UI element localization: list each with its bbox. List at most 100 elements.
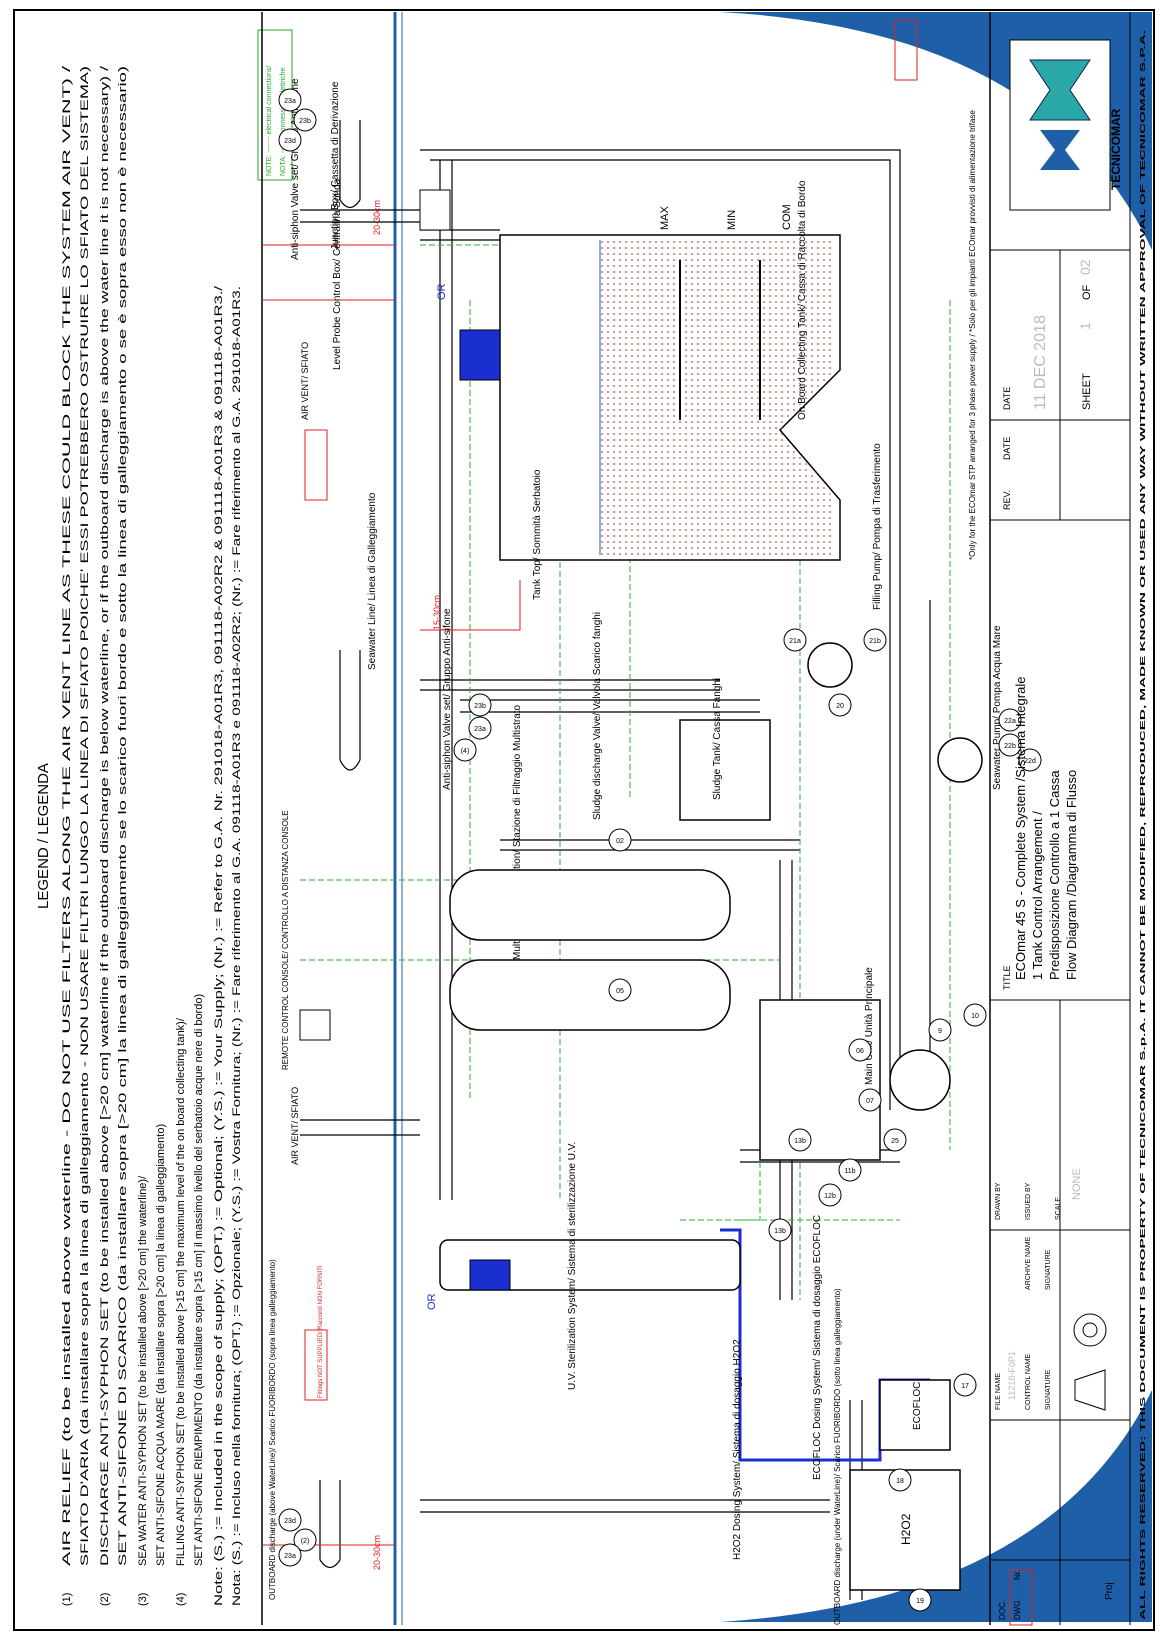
level-min: MIN — [726, 210, 738, 230]
control-name-label: CONTROL NAME — [1025, 1354, 1032, 1410]
svg-text:06: 06 — [856, 1048, 864, 1055]
projection-symbol — [1073, 1313, 1107, 1411]
remote-control-label: REMOTE CONTROL CONSOLE/ CONTROLLO A DIST… — [281, 810, 290, 1070]
doc-label: DOC. — [998, 1600, 1007, 1620]
of-value: 02 — [1077, 259, 1093, 275]
callout-labels: 23d 23b 23a 23b 23a (4) 21a 20 21b 22b 2… — [284, 98, 1036, 1605]
svg-text:25: 25 — [891, 1138, 899, 1145]
sludge-valve-label: Sludge discharge Valve/ Valvola Scarico … — [592, 612, 603, 820]
legend-num-4: (4) — [175, 1593, 187, 1606]
svg-text:23d: 23d — [284, 1518, 296, 1525]
svg-text:22a: 22a — [1004, 718, 1016, 725]
svg-text:22b: 22b — [1004, 743, 1016, 750]
archive-name-label: ARCHIVE NAME — [1025, 1236, 1032, 1290]
uv-system-label: U.V. Sterilization System/ Sistema di st… — [567, 1142, 578, 1390]
company-name: TECNICOMAR — [1109, 108, 1123, 190]
outboard-discharge-label: OUTBOARD discharge (above WaterLine)/ Sc… — [268, 1259, 277, 1600]
svg-text:12b: 12b — [824, 1193, 836, 1200]
svg-text:23b: 23b — [299, 118, 311, 125]
range-top: 20-30cm — [372, 200, 382, 235]
junction-box-label: Junction Box/ Cassetta di Derivazione — [330, 81, 341, 250]
remote-control-console — [299, 1009, 331, 1041]
svg-text:21a: 21a — [789, 638, 801, 645]
svg-text:10: 10 — [971, 1013, 979, 1020]
level-max: MAX — [659, 206, 671, 231]
level-probe-label: Level Probe Control Box/ Centralina Sond… — [332, 178, 343, 370]
legend-item-1-en: AIR RELIEF (to be installed above waterl… — [61, 64, 73, 1566]
fittings-tags — [304, 19, 1033, 1626]
title-line-2: 1 Tank Control Arrangement / — [1030, 811, 1045, 980]
title-label: TITLE — [1002, 965, 1012, 990]
rev-label: REV. — [1002, 490, 1012, 510]
legend-title: LEGEND / LEGENDA — [35, 763, 52, 909]
level-probe-box — [459, 329, 501, 381]
svg-text:23a: 23a — [284, 1553, 296, 1560]
junction-box — [419, 189, 451, 231]
nr-label: Nr. — [1013, 1570, 1022, 1580]
air-vent-top-label: AIR VENT/ SFIATO — [300, 342, 310, 420]
title-line-1: ECOmar 45 S - Complete System /Sistema I… — [1013, 677, 1028, 980]
title-block — [989, 12, 1131, 1625]
legend-item-1-it: SFIATO D'ARIA (da installare sopra la li… — [79, 66, 91, 1566]
file-name-value: 11218-F0P1 — [1007, 1351, 1017, 1400]
filling-pump-body — [807, 642, 853, 688]
seawater-line-label: Seawater Line/ Linea di Galleggiamento — [367, 492, 378, 670]
legend-note-en: Note: (S.) := Included in the scope of s… — [213, 285, 225, 1606]
sheet-border — [13, 9, 1155, 1631]
dwg-label: DWG — [1013, 1600, 1022, 1620]
svg-text:9: 9 — [938, 1028, 942, 1035]
level-com: COM — [781, 204, 793, 230]
svg-text:21b: 21b — [869, 638, 881, 645]
scale-value: NONE — [1071, 1168, 1083, 1200]
main-unit-label: Main Unit/ Unità Principale — [864, 967, 875, 1085]
multimedia-filter-label: Multimedia Filter Station/ Stazione di F… — [512, 704, 523, 960]
svg-text:02: 02 — [616, 838, 624, 845]
svg-text:22d: 22d — [1024, 758, 1036, 765]
sludge-tank — [679, 719, 771, 821]
legend-item-4-it: SET ANTI-SIFONE RIEMPIMENTO (da installa… — [193, 994, 205, 1566]
seawater-pump-label: Seawater Pump/ Pompa Acqua Mare — [992, 625, 1003, 790]
rights-notice: ALL RIGHTS RESERVED: THIS DOCUMENT IS PR… — [1140, 30, 1147, 1620]
notes-line-2: NOTA: ------- connessioni elettriche — [280, 67, 287, 176]
seawater-pump-body — [937, 737, 983, 783]
signature-label-2: SIGNATURE — [1045, 1249, 1052, 1290]
dimension-lines — [262, 244, 521, 1546]
three-phase-note: *Only for the ECOmar STP arranged for 3 … — [968, 110, 977, 560]
main-unit-pump — [889, 1049, 951, 1111]
anti-siphon-label-mid: Anti-siphon Valve set/ Gruppo Anti-sifon… — [442, 608, 453, 790]
svg-text:(2): (2) — [301, 1538, 310, 1545]
callout-circles — [278, 88, 1042, 1612]
svg-text:18: 18 — [896, 1478, 904, 1485]
sheet-label: SHEET — [1081, 373, 1093, 410]
anti-siphon-label-top: Anti-siphon Valve set/ Gruppo Anti-sifon… — [290, 78, 301, 260]
svg-text:23a: 23a — [474, 726, 486, 733]
filter-columns — [449, 869, 731, 1031]
range-bottom: 20-30cm — [372, 1535, 382, 1570]
scale-label: SCALE — [1055, 1197, 1062, 1220]
air-vent-mid-label: AIR VENT/ SFIATO — [290, 1087, 300, 1165]
company-logo — [1009, 39, 1111, 211]
of-label: OF — [1081, 284, 1093, 300]
legend-item-4-en: FILLING ANTI-SYPHON SET (to be installed… — [175, 1017, 187, 1566]
filling-pump-label: Filling Pump/ Pompa di Trasferimento — [872, 443, 883, 610]
uv-ballast — [469, 1259, 511, 1291]
date-value: 11 DEC 2018 — [1032, 315, 1049, 410]
ecofloc-tank-label: ECOFLOC — [912, 1382, 923, 1430]
legend-block: LEGEND / LEGENDA (1) AIR RELIEF (to be i… — [35, 64, 243, 1606]
legend-note-it: Nota: (S.) := Incluso nella fornitura; (… — [231, 286, 243, 1606]
ecofloc-tank — [879, 1379, 951, 1451]
rev-date-label: DATE — [1002, 437, 1012, 460]
fittings-tag-label: Fittings NOT SUPPLIED/ Raccordi NON FORN… — [318, 1265, 324, 1398]
title-line-3: Predisposizione Controllo a 1 Cassa — [1047, 770, 1062, 980]
legend-num-2: (2) — [99, 1593, 111, 1606]
h2o2-dosing-label: H2O2 Dosing System/ Sistema di dosaggio … — [732, 1339, 743, 1560]
outboard-discharge-bottom-label: OUTBOARD discharge (under WaterLine)/ Sc… — [833, 1288, 842, 1625]
svg-text:23a: 23a — [284, 98, 296, 105]
corner-decoration-bottom — [720, 1390, 1152, 1622]
legend-item-3-it: SET ANTI-SIFONE ACQUA MARE (da installar… — [155, 1124, 167, 1566]
signature-label: SIGNATURE — [1045, 1369, 1052, 1410]
tank-top-label: Tank Top/ Sommità Serbatoio — [532, 469, 543, 600]
title-line-4: Flow Diagram /Diagramma di Flusso — [1064, 770, 1079, 980]
svg-text:11b: 11b — [844, 1168, 855, 1175]
